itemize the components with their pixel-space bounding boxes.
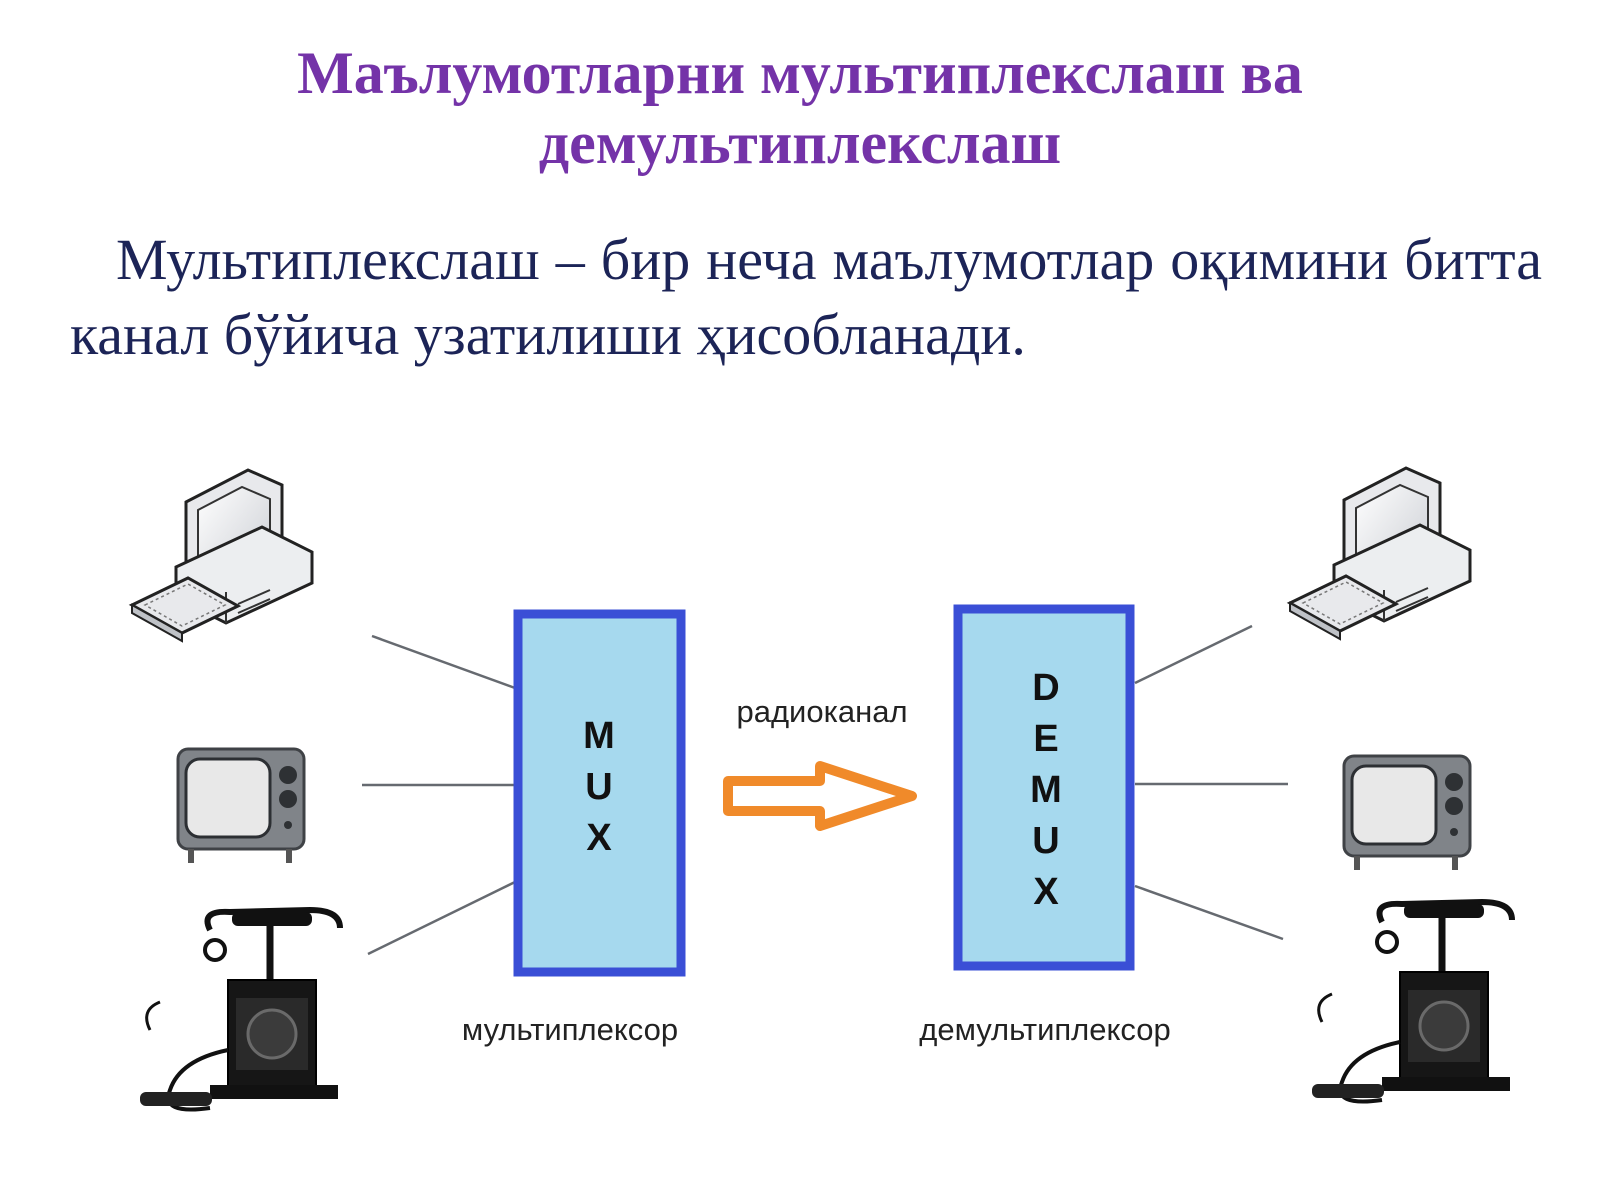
- demux-letter: X: [1033, 871, 1059, 913]
- mux-letter: U: [585, 766, 612, 808]
- mux-letter: X: [586, 817, 612, 859]
- demux-letter: E: [1033, 718, 1058, 760]
- demux-letter: M: [1030, 769, 1062, 811]
- left-tv-icon: [176, 747, 306, 863]
- right-tv-icon: [1342, 754, 1472, 870]
- demux-caption: демультиплексор: [919, 1012, 1171, 1047]
- slide-title-line-2: демультиплекслаш: [538, 110, 1062, 176]
- slide-title: Маълумотларни мультиплекслаш ва демульти…: [0, 38, 1600, 178]
- right-telephone-icon: [1312, 898, 1515, 1104]
- output-line-computer: [1134, 624, 1253, 685]
- input-line-telephone: [367, 880, 516, 956]
- channel-label: радиоканал: [736, 694, 907, 729]
- demux-box: [953, 604, 1135, 971]
- mux-box: [513, 609, 686, 977]
- left-computer-icon: [128, 468, 314, 643]
- output-line-telephone: [1134, 884, 1284, 941]
- right-computer-icon: [1286, 466, 1472, 641]
- demux-letter: U: [1032, 820, 1059, 862]
- left-telephone-icon: [140, 906, 343, 1112]
- input-line-computer: [371, 634, 516, 690]
- demux-letter: D: [1032, 667, 1059, 709]
- mux-caption: мультиплексор: [462, 1012, 678, 1047]
- definition-text: Мультиплекслаш – бир неча маълумотлар оқ…: [70, 227, 1542, 367]
- transmission-arrow-icon: [723, 761, 917, 831]
- input-lines: [362, 634, 516, 956]
- mux-block: MUX: [513, 609, 686, 977]
- output-lines: [1134, 624, 1288, 941]
- mux-letter: M: [583, 715, 615, 757]
- slide-title-line-1: Маълумотларни мультиплекслаш ва: [297, 40, 1303, 106]
